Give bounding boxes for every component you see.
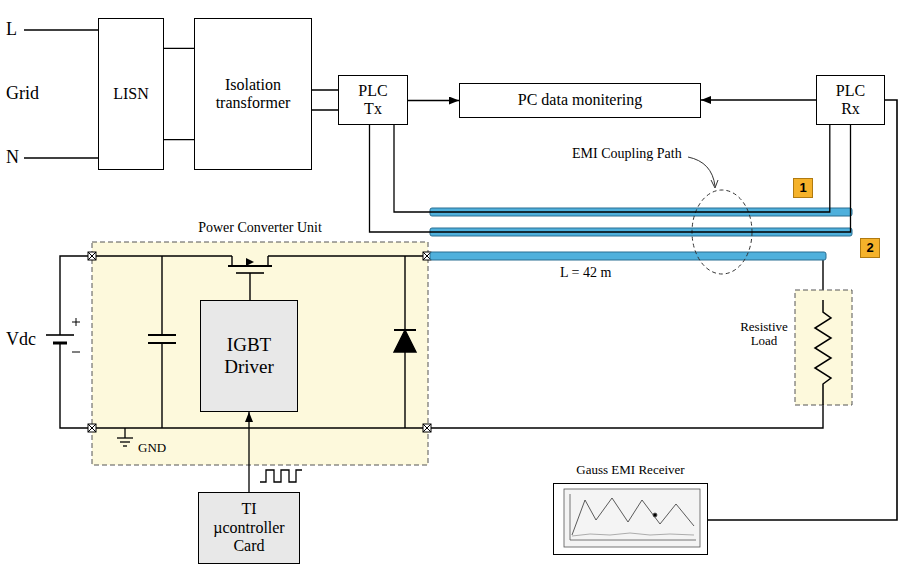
node-label: IGBT Driver <box>209 334 289 378</box>
plc-box: PLC Rx <box>816 75 885 125</box>
terminal-block <box>88 252 431 432</box>
spectrum-plot <box>572 533 694 536</box>
connector-line <box>701 99 816 100</box>
node-label: PC data monitering <box>518 91 642 109</box>
diode-symbol <box>394 330 416 352</box>
grid-wire <box>24 157 98 158</box>
capacitor-symbol <box>161 256 162 335</box>
igbt-symbol <box>228 265 272 267</box>
terminal-block <box>423 424 431 432</box>
spectrum-plot <box>564 489 700 547</box>
terminal-block <box>423 424 431 432</box>
igbt-symbol <box>228 256 272 300</box>
terminal-block <box>88 424 96 432</box>
grid-label: Grid <box>6 84 39 104</box>
plc-box: PLC Tx <box>338 75 408 125</box>
connector-line <box>408 100 459 101</box>
receiver-screen <box>553 483 708 555</box>
monitor-box: PC data monitering <box>459 83 701 118</box>
controller-box: TI µcontroller Card <box>198 492 300 564</box>
terminal-block <box>88 424 96 432</box>
battery-symbol <box>46 318 80 352</box>
converter-region <box>92 242 428 465</box>
annotation-label: EMI Coupling Path <box>572 146 682 161</box>
terminal-block <box>88 252 96 260</box>
leader-line <box>711 180 718 188</box>
voltage-label: Vdc <box>6 330 36 350</box>
connector-line <box>248 412 249 492</box>
dimension-label: L = 42 m <box>560 265 611 280</box>
cable-bar <box>430 208 852 260</box>
power-wire <box>92 427 427 428</box>
igbt-symbol <box>249 273 250 300</box>
callout-number: 2 <box>860 238 880 258</box>
node-heading: Power Converter Unit <box>198 220 322 236</box>
diode-symbol <box>404 256 405 330</box>
node-label: Isolation transformer <box>203 76 303 113</box>
ground-symbol <box>117 428 133 446</box>
terminal-label: N <box>6 148 19 168</box>
cable-bar <box>430 252 826 260</box>
spectrum-plot <box>572 498 694 535</box>
battery-symbol <box>76 318 77 326</box>
connector-line <box>312 90 338 110</box>
driver-box: IGBT Driver <box>200 300 298 412</box>
grid-wire <box>24 29 98 30</box>
capacitor-symbol <box>148 334 176 336</box>
ground-label: GND <box>138 441 166 455</box>
converter-unit: Power Converter UnitIGBT Driver <box>92 218 428 465</box>
ground-symbol <box>117 437 133 438</box>
terminal-label: L <box>6 20 17 40</box>
converter-region <box>92 242 428 465</box>
igbt-symbol <box>231 256 232 266</box>
spectrum-plot <box>570 540 696 541</box>
ground-symbol <box>120 441 130 442</box>
node-label: LISN <box>113 85 149 103</box>
ground-symbol <box>124 428 125 438</box>
diode-symbol <box>404 352 405 428</box>
leader-line <box>688 157 718 188</box>
battery-symbol <box>72 352 80 353</box>
emi-receiver: Gauss EMI Receiver <box>553 463 708 555</box>
capacitor-symbol <box>148 256 176 428</box>
node-label: PLC Rx <box>831 82 871 119</box>
load-region <box>795 290 852 405</box>
pulse-symbol <box>260 470 302 482</box>
spectrum-plot <box>653 513 657 517</box>
battery-symbol <box>46 334 74 336</box>
load-region <box>795 290 852 405</box>
pulse-symbol <box>260 470 302 482</box>
callout-number: 1 <box>793 178 813 198</box>
node-heading: Gauss EMI Receiver <box>576 463 684 478</box>
capacitor-symbol <box>161 343 162 428</box>
ground-symbol <box>123 445 127 446</box>
power-wire <box>60 256 92 335</box>
connector-line <box>164 48 194 139</box>
spectrum-plot <box>570 494 571 540</box>
terminal-block <box>88 252 96 260</box>
plc-cable <box>370 125 851 232</box>
lisn-box: LISN <box>98 18 164 170</box>
power-wire <box>60 343 92 428</box>
component-label: Resistive Load <box>736 320 792 349</box>
node-label: PLC Tx <box>353 82 393 119</box>
node-label: TI µcontroller Card <box>204 500 294 555</box>
spectrum-plot <box>564 489 700 547</box>
leader-line <box>688 157 715 186</box>
resistor-symbol <box>815 300 831 405</box>
igbt-symbol <box>246 258 254 266</box>
power-wire <box>60 256 823 428</box>
probe-wire <box>708 100 897 520</box>
igbt-symbol <box>267 256 268 266</box>
power-wire <box>427 405 823 428</box>
diode-symbol <box>394 256 416 428</box>
battery-symbol <box>53 342 67 345</box>
resistor-symbol <box>815 300 831 405</box>
transformer-box: Isolation transformer <box>194 18 312 170</box>
power-wire <box>268 255 427 256</box>
